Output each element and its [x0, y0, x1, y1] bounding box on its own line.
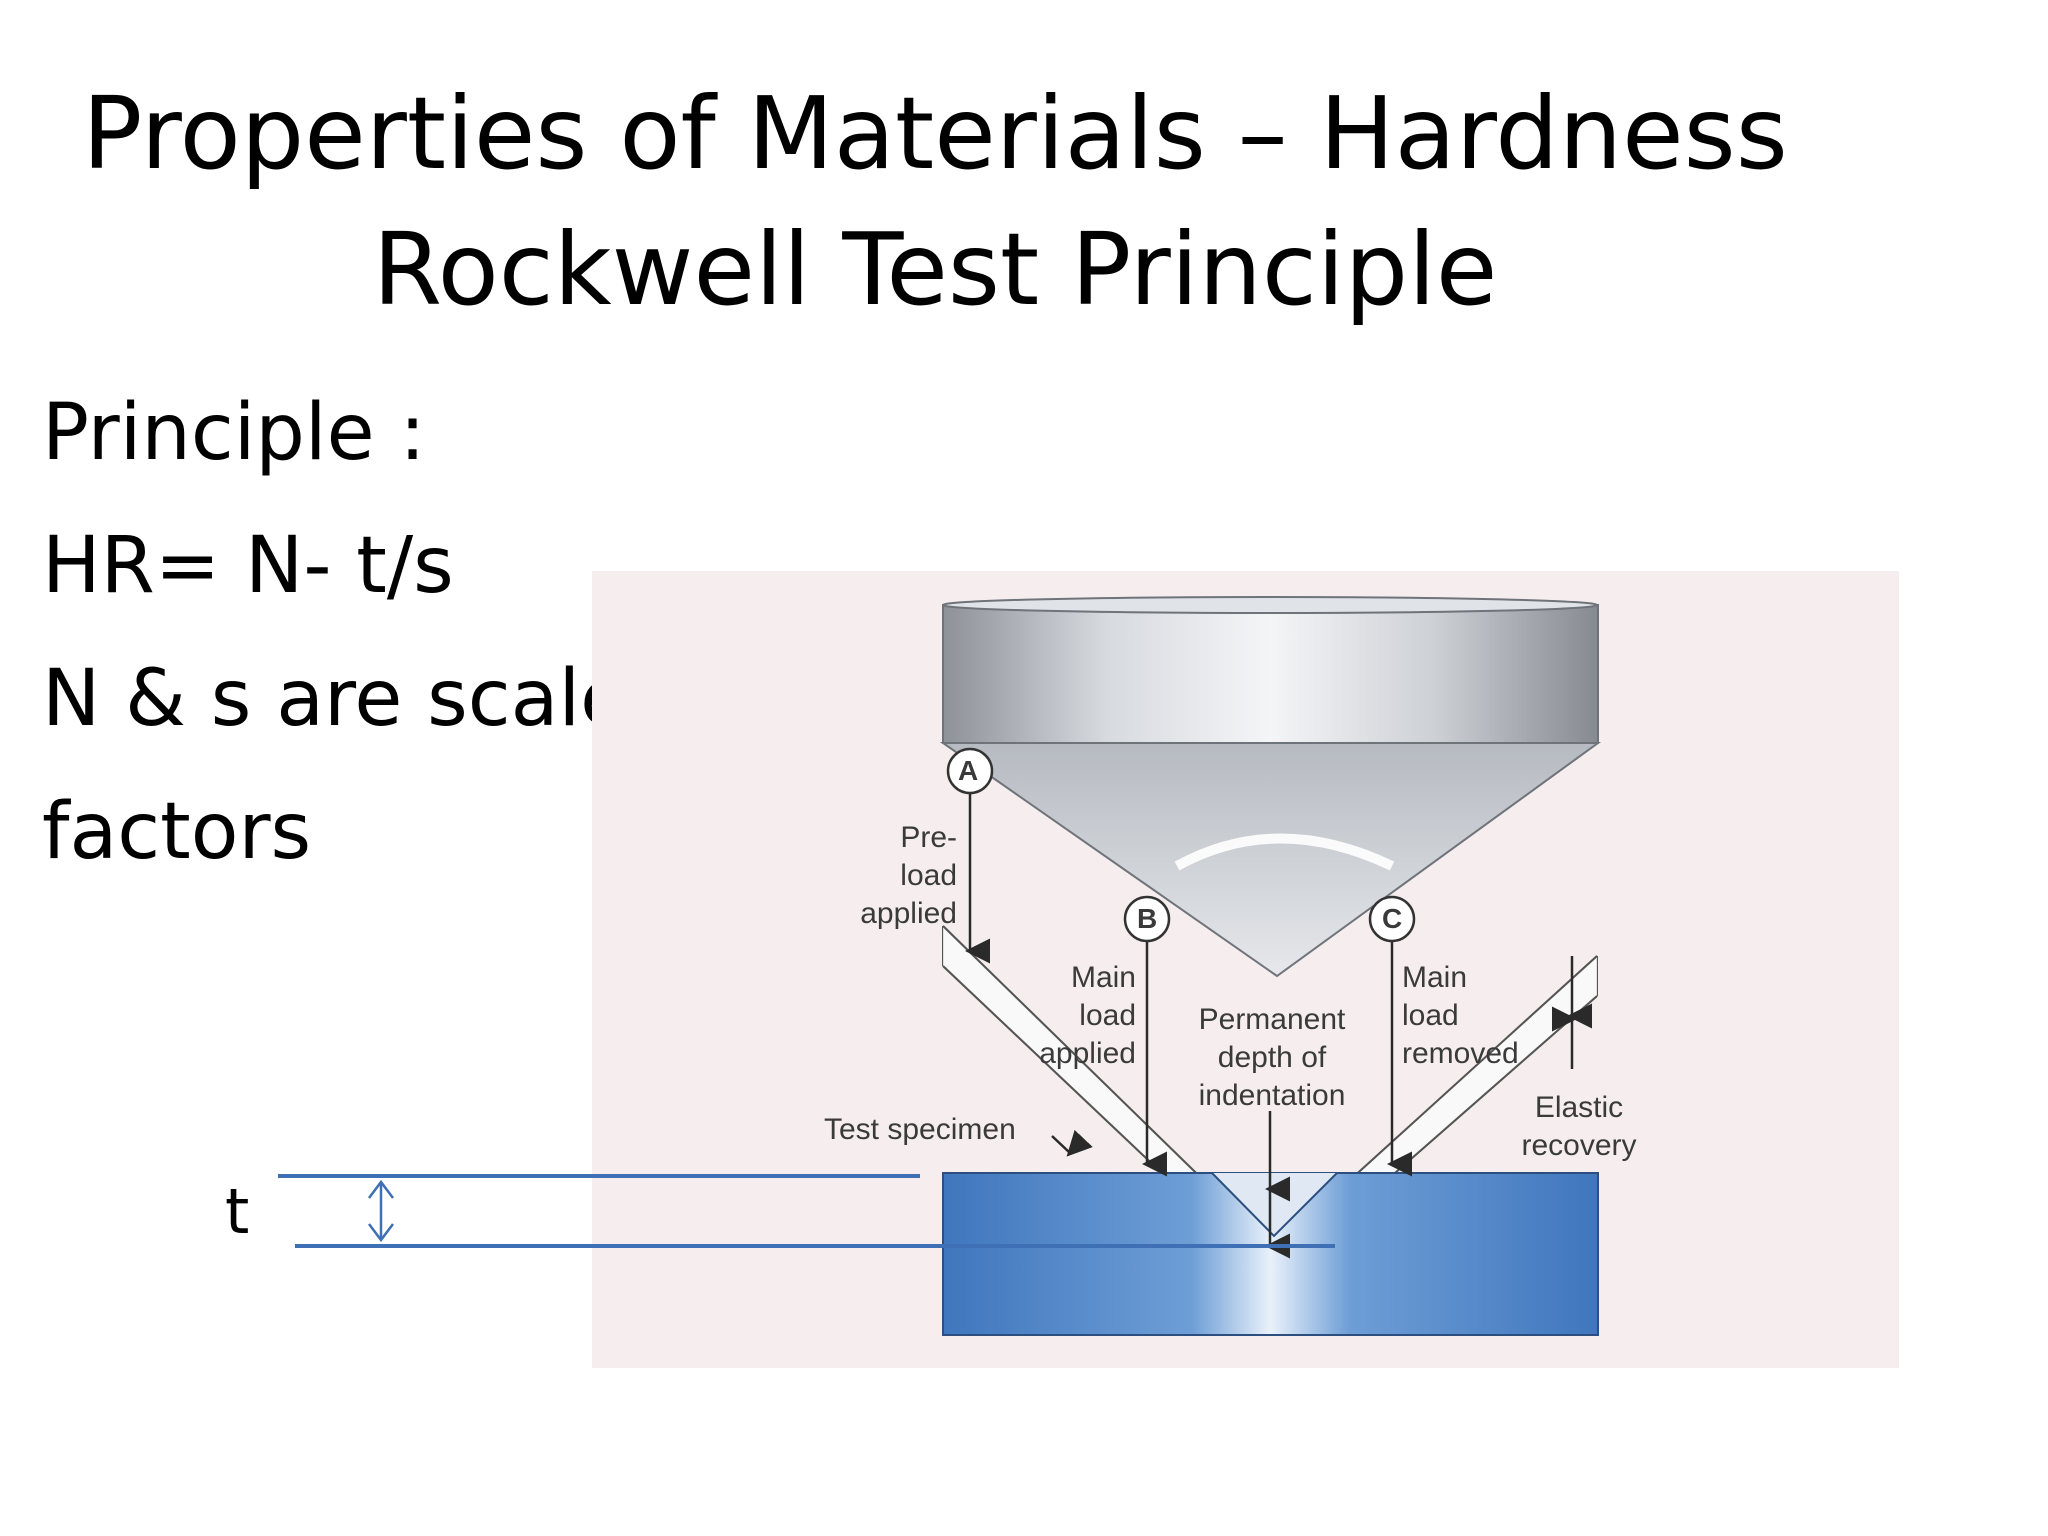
elastic-recovery-label: Elastic recovery — [1521, 1091, 1637, 1162]
slide-title: Properties of Materials – Hardness Rockw… — [0, 66, 1870, 338]
hardness-formula: HR= N- t/s — [42, 521, 454, 611]
stage-marker-c — [1368, 895, 1416, 943]
test-specimen-label: Test specimen — [824, 1113, 1016, 1146]
rockwell-diagram: A B C Pre- load applied Main load applie… — [592, 571, 1899, 1368]
depth-t-label: t — [225, 1175, 250, 1248]
marker-c-label: C — [1382, 903, 1403, 934]
title-line-2: Rockwell Test Principle — [372, 211, 1498, 328]
stage-arrows — [965, 789, 1592, 1259]
stage-marker-a — [946, 747, 994, 795]
scale-factor-text-continued: factors — [42, 787, 312, 877]
indenter — [939, 596, 1602, 978]
rockwell-diagram-graphic — [592, 571, 1899, 1368]
marker-b-label: B — [1137, 903, 1158, 934]
preload-label: Pre- load applied — [860, 821, 957, 930]
scale-factor-text: N & s are scale — [42, 654, 629, 744]
stage-marker-b — [1123, 895, 1171, 943]
title-line-1: Properties of Materials – Hardness — [82, 75, 1788, 192]
principle-heading: Principle : — [42, 388, 426, 478]
depth-double-arrow — [368, 1179, 394, 1243]
main-load-removed-label: Main load removed — [1402, 961, 1519, 1070]
main-load-applied-label: Main load applied — [1039, 961, 1136, 1070]
permanent-depth-label: Permanent depth of indentation — [1198, 1003, 1346, 1112]
marker-a-label: A — [958, 755, 979, 786]
